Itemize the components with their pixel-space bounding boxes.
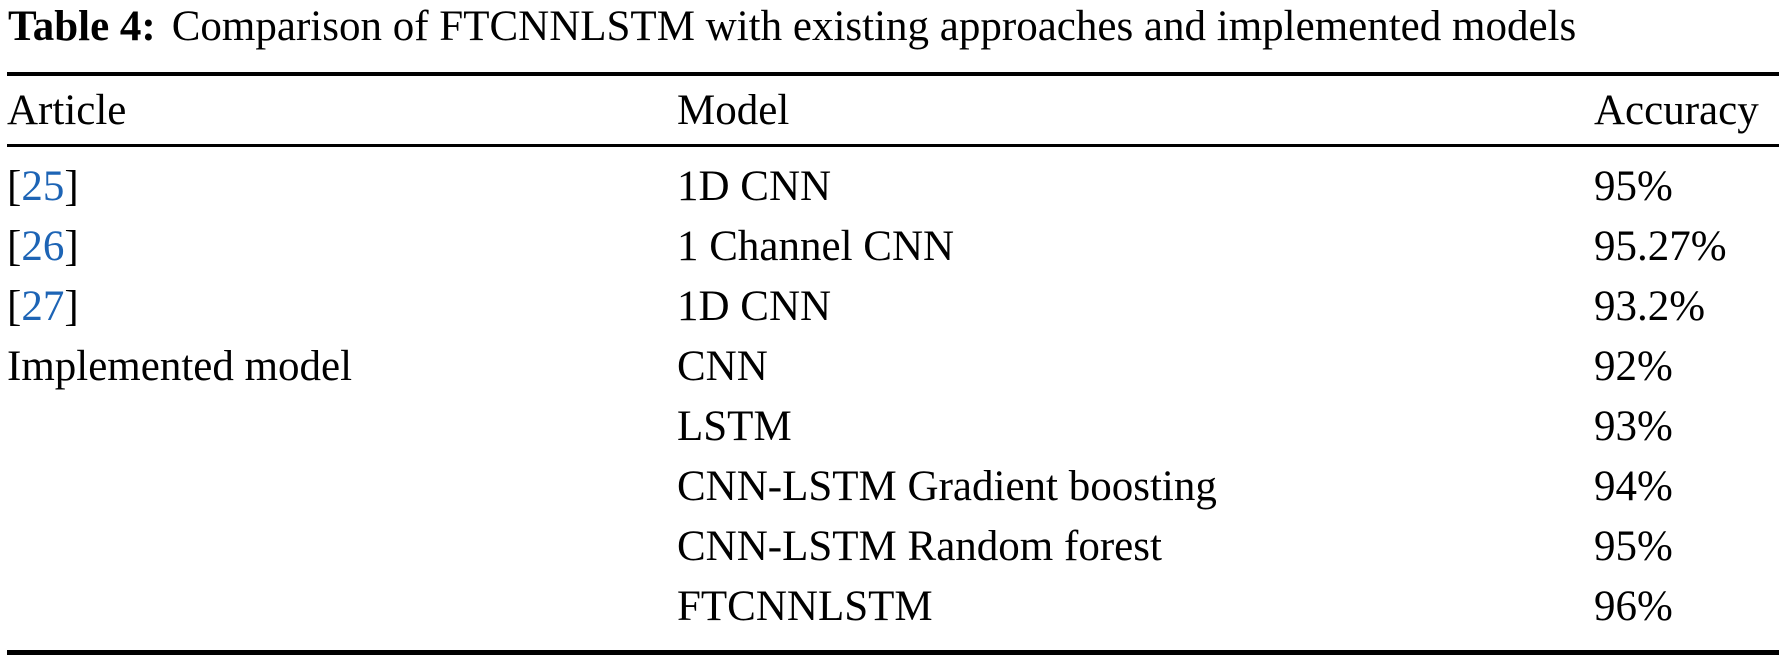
bracket-close: ] <box>64 163 79 210</box>
model-cell: LSTM <box>677 403 792 450</box>
accuracy-cell: 94% <box>1594 463 1673 510</box>
model-cell: CNN-LSTM Random forest <box>677 523 1162 570</box>
table-row: LSTM 93% <box>7 397 1779 457</box>
table-row: [26] 1 Channel CNN 95.27% <box>7 217 1779 277</box>
col-header-accuracy: Accuracy <box>1594 72 1779 147</box>
table-row: [25] 1D CNN 95% <box>7 146 1779 218</box>
accuracy-cell: 92% <box>1594 343 1673 390</box>
col-header-model: Model <box>677 72 1594 147</box>
table-row: Implemented model CNN 92% <box>7 337 1779 397</box>
article-cell: Implemented model <box>7 343 353 390</box>
citation-link[interactable]: 25 <box>21 163 65 210</box>
comparison-table: Article Model Accuracy [25] 1D CNN 95% [… <box>7 72 1779 655</box>
accuracy-cell: 95.27% <box>1594 223 1727 270</box>
model-cell: CNN <box>677 343 768 390</box>
bracket-close: ] <box>64 283 79 330</box>
citation-link[interactable]: 26 <box>21 223 65 270</box>
bracket-close: ] <box>64 223 79 270</box>
article-cell <box>7 517 677 577</box>
accuracy-cell: 96% <box>1594 577 1779 655</box>
table-row: CNN-LSTM Gradient boosting 94% <box>7 457 1779 517</box>
model-cell: 1D CNN <box>677 163 832 210</box>
caption-label: Table 4: <box>8 3 156 50</box>
accuracy-cell: 93.2% <box>1594 283 1706 330</box>
table-row: CNN-LSTM Random forest 95% <box>7 517 1779 577</box>
model-cell: FTCNNLSTM <box>677 577 1594 655</box>
model-cell: 1D CNN <box>677 283 832 330</box>
article-cell <box>7 577 677 655</box>
accuracy-cell: 93% <box>1594 403 1673 450</box>
table-caption: Table 4: Comparison of FTCNNLSTM with exi… <box>0 0 1783 72</box>
accuracy-cell: 95% <box>1594 523 1673 570</box>
accuracy-cell: 95% <box>1594 163 1673 210</box>
bracket-open: [ <box>7 283 22 330</box>
citation-link[interactable]: 27 <box>21 283 65 330</box>
model-cell: CNN-LSTM Gradient boosting <box>677 463 1217 510</box>
col-header-article: Article <box>7 72 677 147</box>
caption-text: Comparison of FTCNNLSTM with existing ap… <box>171 3 1577 50</box>
table-row: [27] 1D CNN 93.2% <box>7 277 1779 337</box>
bracket-open: [ <box>7 223 22 270</box>
article-cell: [26] <box>7 217 677 277</box>
model-cell: 1 Channel CNN <box>677 223 955 270</box>
bracket-open: [ <box>7 163 22 210</box>
article-cell: [25] <box>7 146 677 218</box>
article-cell <box>7 457 677 517</box>
article-cell: [27] <box>7 277 677 337</box>
table-header-row: Article Model Accuracy <box>7 72 1779 147</box>
table-row: FTCNNLSTM 96% <box>7 577 1779 655</box>
article-cell <box>7 397 677 457</box>
